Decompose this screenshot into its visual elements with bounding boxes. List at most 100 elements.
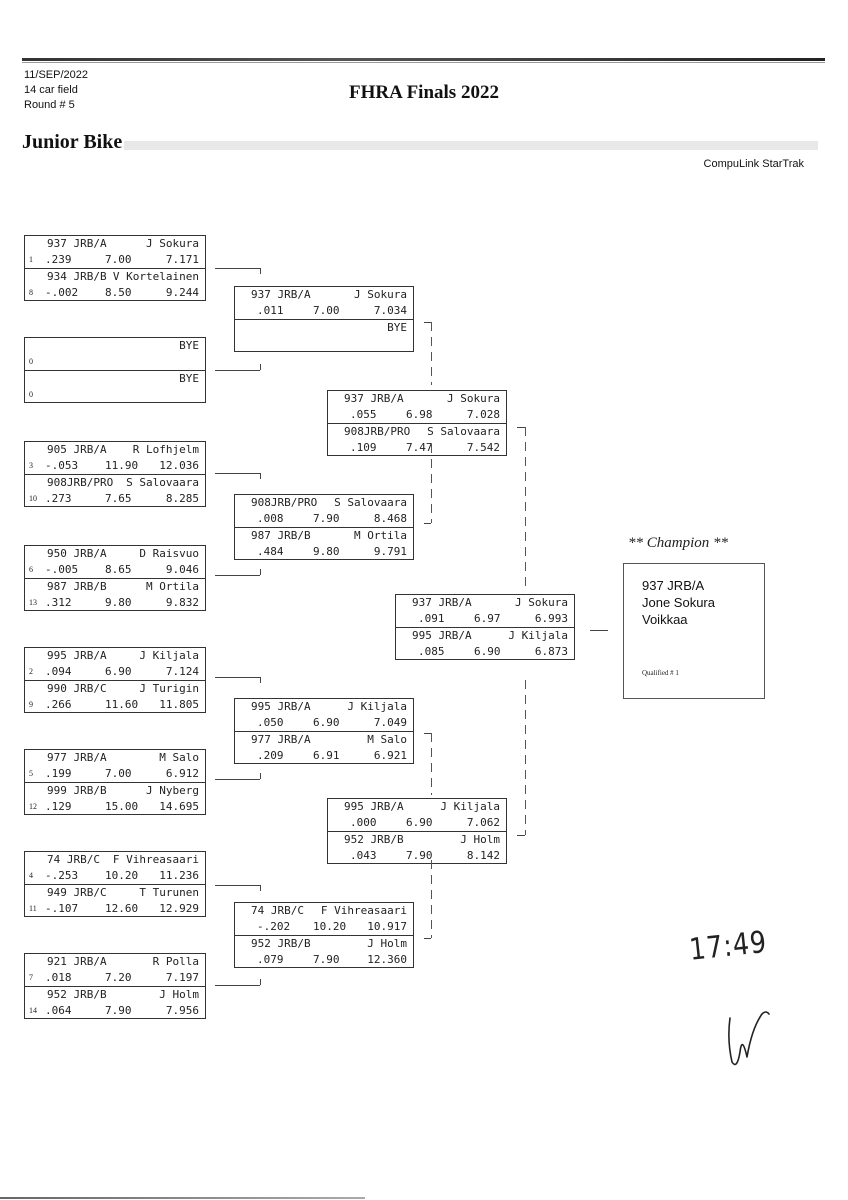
qualifying-seed: 4 bbox=[29, 871, 33, 880]
car-number: 905 JRB/A bbox=[47, 443, 107, 456]
reaction-time: .091 bbox=[418, 612, 445, 625]
qualifying-seed: 13 bbox=[29, 598, 37, 607]
qualifying-seed: 9 bbox=[29, 700, 33, 709]
connector-line bbox=[215, 268, 260, 269]
racer-name: J Kiljala bbox=[139, 649, 199, 662]
champion-box: 937 JRB/A Jone Sokura Voikkaa Qualified … bbox=[623, 563, 765, 699]
racer-name: J Sokura bbox=[515, 596, 568, 609]
connector-line bbox=[424, 322, 431, 323]
header-rule-thin bbox=[22, 62, 825, 63]
car-number: 908JRB/PRO bbox=[251, 496, 318, 509]
elapsed-time: 6.873 bbox=[534, 645, 568, 658]
connector-tick bbox=[260, 677, 261, 683]
elapsed-time: 6.921 bbox=[373, 749, 407, 762]
reaction-time: .109 bbox=[350, 441, 377, 454]
connector-line bbox=[424, 733, 431, 734]
reaction-time: .050 bbox=[257, 716, 284, 729]
event-title: FHRA Finals 2022 bbox=[349, 82, 499, 103]
elapsed-time: 14.695 bbox=[159, 800, 199, 813]
reaction-time: -.002 bbox=[45, 286, 79, 299]
car-number: 977 JRB/A bbox=[251, 733, 311, 746]
dial-in: 9.80 bbox=[105, 596, 132, 609]
dial-in: 6.90 bbox=[313, 716, 340, 729]
qualifying-seed: 12 bbox=[29, 802, 37, 811]
racer-name: T Turunen bbox=[139, 886, 199, 899]
dial-in: 10.20 bbox=[105, 869, 139, 882]
elapsed-time: 8.285 bbox=[165, 492, 199, 505]
connector-tick bbox=[260, 569, 261, 575]
reaction-time: .043 bbox=[350, 849, 377, 862]
car-number: 921 JRB/A bbox=[47, 955, 107, 968]
reaction-time: .209 bbox=[257, 749, 284, 762]
car-number: 995 JRB/A bbox=[251, 700, 311, 713]
racer-name: J Kiljala bbox=[508, 629, 568, 642]
elapsed-time: 6.912 bbox=[165, 767, 199, 780]
reaction-time: .011 bbox=[257, 304, 284, 317]
dial-in: 6.97 bbox=[474, 612, 501, 625]
dial-in: 6.90 bbox=[474, 645, 501, 658]
car-number: 937 JRB/A bbox=[47, 237, 107, 250]
racer-name: R Polla bbox=[152, 955, 199, 968]
handwritten-time: 17:49 bbox=[687, 924, 769, 968]
connector-tick bbox=[260, 364, 261, 370]
racer-name: M Ortila bbox=[354, 529, 407, 542]
racer-name: D Raisvuo bbox=[139, 547, 199, 560]
qualifying-seed: 11 bbox=[29, 904, 37, 913]
dashed-connector bbox=[431, 860, 432, 938]
qualifying-seed: 10 bbox=[29, 494, 37, 503]
connector-tick bbox=[260, 979, 261, 985]
elapsed-time: 8.142 bbox=[466, 849, 500, 862]
qualifying-seed: 14 bbox=[29, 1006, 37, 1015]
champion-hometown: Voikkaa bbox=[642, 612, 688, 627]
connector-line bbox=[424, 523, 431, 524]
dial-in: 6.90 bbox=[105, 665, 132, 678]
racer-name: M Salo bbox=[367, 733, 407, 746]
dial-in: 12.60 bbox=[105, 902, 139, 915]
car-number: 952 JRB/B bbox=[47, 988, 107, 1001]
elapsed-time: 9.832 bbox=[165, 596, 199, 609]
elapsed-time: 7.171 bbox=[165, 253, 199, 266]
dial-in: 7.90 bbox=[313, 512, 340, 525]
reaction-time: -.053 bbox=[45, 459, 79, 472]
car-number: 950 JRB/A bbox=[47, 547, 107, 560]
reaction-time: .273 bbox=[45, 492, 72, 505]
qualifying-seed: 8 bbox=[29, 288, 33, 297]
elapsed-time: 10.917 bbox=[367, 920, 407, 933]
hand-signature-stroke bbox=[728, 1011, 770, 1066]
reaction-time: .000 bbox=[350, 816, 377, 829]
dial-in: 15.00 bbox=[105, 800, 139, 813]
car-number: 987 JRB/B bbox=[251, 529, 311, 542]
car-number: 990 JRB/C bbox=[47, 682, 107, 695]
connector-line bbox=[517, 427, 525, 428]
elapsed-time: 7.049 bbox=[373, 716, 407, 729]
field-size: 14 car field bbox=[24, 84, 78, 96]
car-number: 977 JRB/A bbox=[47, 751, 107, 764]
dashed-connector bbox=[525, 427, 526, 587]
connector-line bbox=[215, 885, 260, 886]
car-number: 937 JRB/A bbox=[344, 392, 404, 405]
car-number: 987 JRB/B bbox=[47, 580, 107, 593]
dial-in: 9.80 bbox=[313, 545, 340, 558]
elapsed-time: 7.034 bbox=[373, 304, 407, 317]
event-meta: 11/SEP/2022 14 car field Round # 5 bbox=[24, 68, 88, 113]
connector-tick bbox=[260, 773, 261, 779]
connector-line bbox=[215, 370, 260, 371]
qualifying-seed: 6 bbox=[29, 565, 33, 574]
car-number: 995 JRB/A bbox=[344, 800, 404, 813]
